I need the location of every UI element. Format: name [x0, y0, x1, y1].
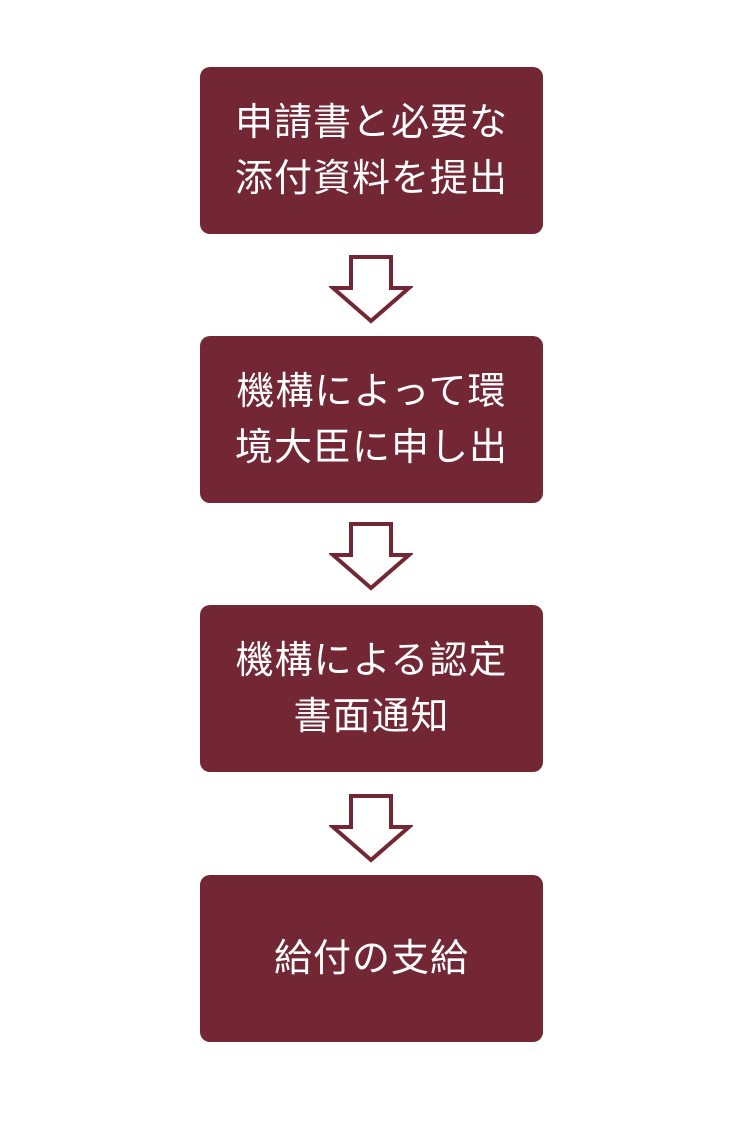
step-2-box: 機構によって環 境大臣に申し出 — [200, 336, 543, 503]
step-3-box: 機構による認定 書面通知 — [200, 605, 543, 772]
down-arrow-icon — [329, 794, 413, 863]
step-1-label: 申請書と必要な 添付資料を提出 — [234, 100, 508, 200]
step-2-label: 機構によって環 境大臣に申し出 — [234, 369, 508, 469]
step-4-label: 給付の支給 — [273, 935, 469, 980]
down-arrow-icon — [329, 255, 413, 324]
step-4-box: 給付の支給 — [200, 875, 543, 1042]
step-3-label: 機構による認定 書面通知 — [235, 638, 508, 738]
step-1-box: 申請書と必要な 添付資料を提出 — [200, 67, 543, 234]
down-arrow-icon — [329, 522, 413, 591]
